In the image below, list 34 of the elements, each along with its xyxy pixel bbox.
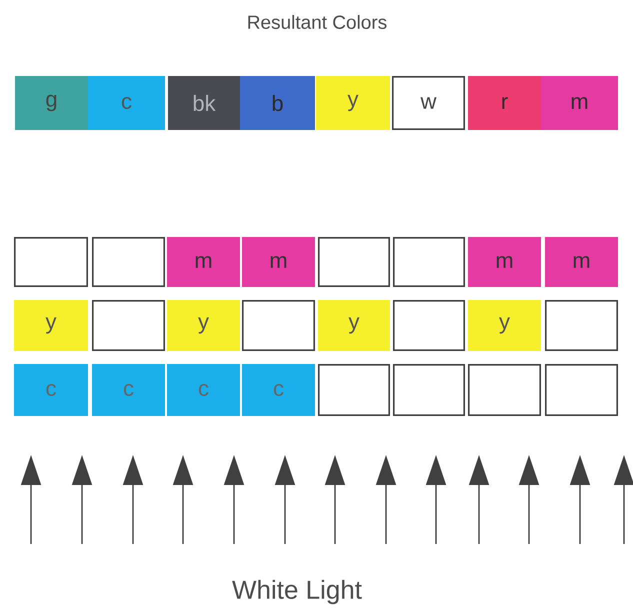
color-box: g <box>15 76 88 130</box>
color-box: c <box>88 76 165 130</box>
empty-box <box>92 300 165 351</box>
filter-box: y <box>318 300 390 351</box>
empty-box <box>545 300 618 351</box>
empty-box <box>318 237 390 287</box>
empty-box <box>393 300 465 351</box>
filter-box: y <box>14 300 88 351</box>
filter-box: c <box>92 364 165 416</box>
empty-box <box>242 300 315 351</box>
filter-box: c <box>14 364 88 416</box>
color-box: r <box>468 76 541 130</box>
filter-box: m <box>468 237 541 287</box>
empty-box <box>468 364 541 416</box>
color-box: m <box>541 76 618 130</box>
color-box: bk <box>168 76 240 130</box>
color-box: w <box>392 76 465 130</box>
filter-box: c <box>242 364 315 416</box>
filter-box: m <box>167 237 240 287</box>
empty-box <box>393 237 465 287</box>
light-label: White Light <box>232 580 362 604</box>
empty-box <box>318 364 390 416</box>
empty-box <box>92 237 165 287</box>
filter-box: y <box>167 300 240 351</box>
empty-box <box>545 364 618 416</box>
empty-box <box>393 364 465 416</box>
filter-box: m <box>545 237 618 287</box>
filter-box: y <box>468 300 541 351</box>
color-box: b <box>240 76 315 130</box>
empty-box <box>14 237 88 287</box>
title: Resultant Colors <box>248 15 386 29</box>
filter-box: c <box>167 364 240 416</box>
color-box: y <box>316 76 390 130</box>
filter-box: m <box>242 237 315 287</box>
